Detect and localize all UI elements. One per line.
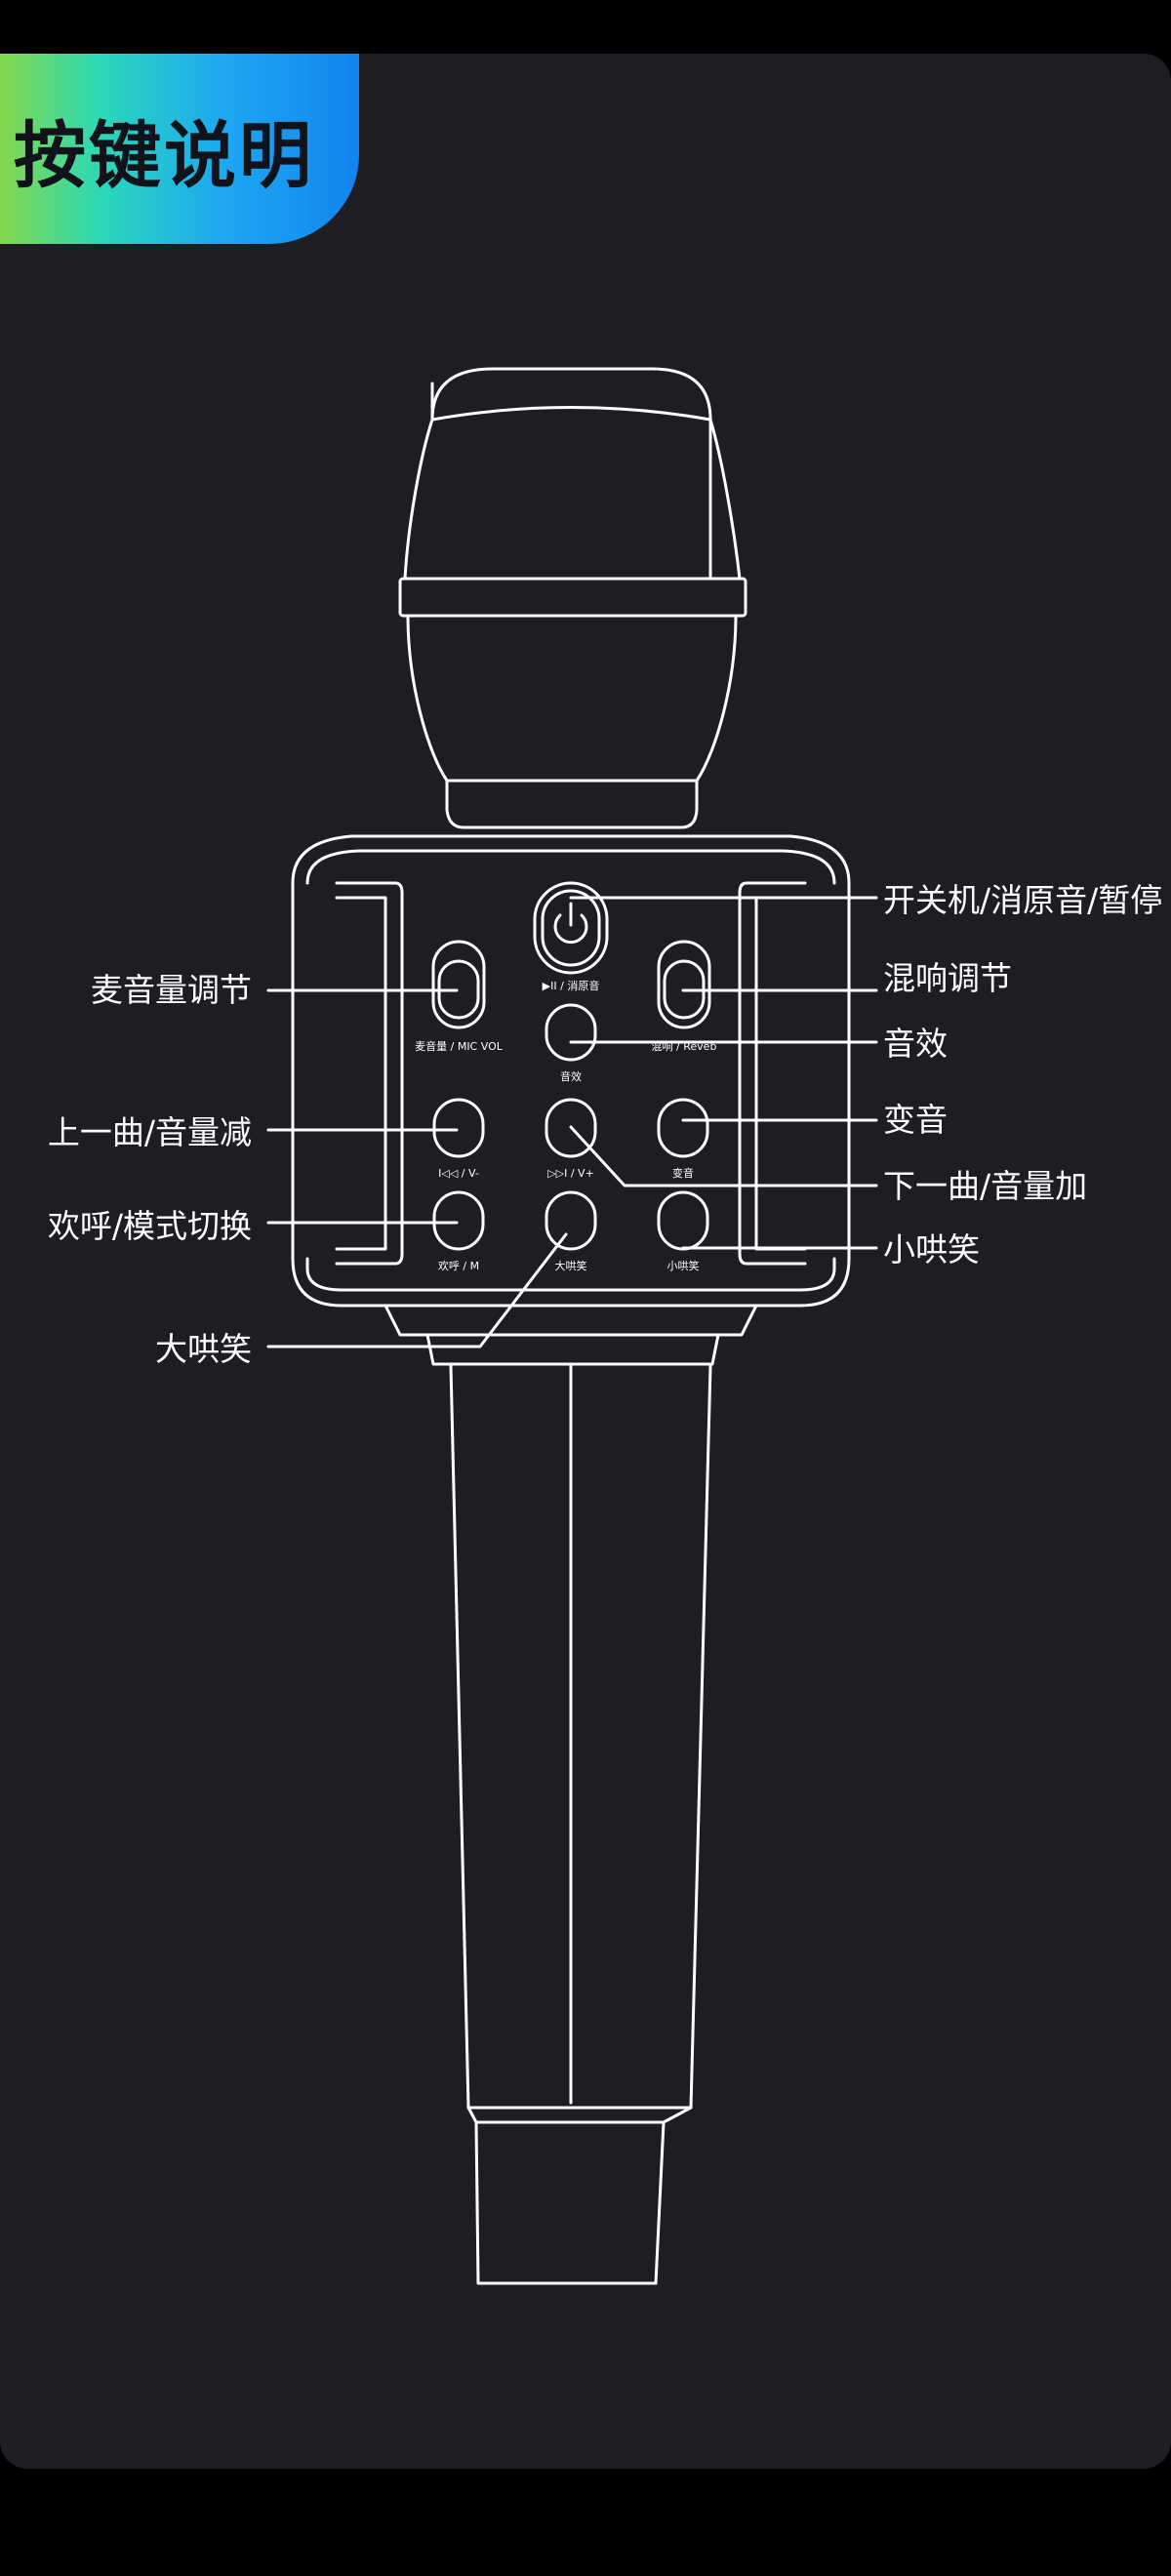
control-body [291, 834, 851, 1366]
effects-button[interactable] [545, 1003, 597, 1062]
callout-prev-vol-down: 上一曲/音量减 [47, 1113, 252, 1151]
callout-small-laugh: 小哄笑 [883, 1230, 980, 1268]
title-tab [0, 54, 359, 244]
device-label-next: ▷▷I / V+ [547, 1167, 594, 1180]
diagram-panel [0, 54, 1171, 2469]
callout-voice-change: 变音 [883, 1101, 948, 1139]
power-button[interactable] [533, 881, 609, 975]
prev-button[interactable] [432, 1098, 485, 1158]
callout-next-vol-up: 下一曲/音量加 [883, 1167, 1088, 1205]
page-title: 按键说明 [14, 114, 314, 198]
device-label-effects: 音效 [560, 1069, 582, 1083]
callout-power: 开关机/消原音/暂停 [883, 881, 1163, 919]
cheer-button[interactable] [432, 1190, 485, 1251]
device-label-cheer: 欢呼 / M [438, 1259, 479, 1272]
leader-lines [266, 896, 878, 1348]
device-label-power: ▶II / 消原音 [543, 979, 600, 992]
reverb-knob[interactable] [657, 940, 711, 1029]
callout-big-laugh: 大哄笑 [155, 1330, 252, 1368]
voice-change-button[interactable] [657, 1098, 709, 1158]
next-button[interactable] [545, 1098, 597, 1158]
callout-cheer-mode: 欢呼/模式切换 [47, 1207, 252, 1245]
device-label-mic-vol: 麦音量 / MIC VOL [415, 1039, 504, 1053]
big-laugh-button[interactable] [545, 1190, 597, 1251]
device-label-big-laugh: 大哄笑 [555, 1259, 587, 1272]
mic-volume-knob[interactable] [431, 940, 486, 1029]
device-label-small-laugh: 小哄笑 [667, 1259, 700, 1272]
small-laugh-button[interactable] [657, 1190, 709, 1251]
callout-effects: 音效 [883, 1025, 948, 1063]
mic-head [398, 367, 747, 829]
device-label-prev: I◁◁ / V- [438, 1167, 479, 1180]
callout-reverb: 混响调节 [883, 959, 1012, 997]
handle [449, 1362, 712, 2285]
callout-mic-volume: 麦音量调节 [91, 971, 252, 1009]
device-label-voice-change: 变音 [672, 1166, 694, 1180]
